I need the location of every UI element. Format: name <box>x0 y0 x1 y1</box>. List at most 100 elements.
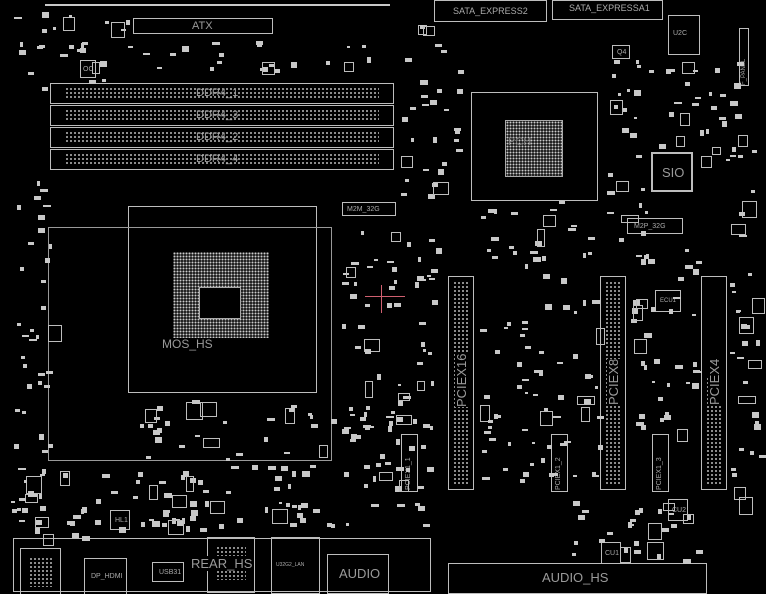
smd-component <box>82 507 88 513</box>
ecu-chip[interactable]: ECU1 <box>655 290 681 312</box>
u-chip-label: U2C <box>673 30 688 37</box>
smd-component <box>27 491 35 498</box>
smd-component <box>632 308 639 314</box>
smd-component <box>621 128 630 133</box>
smd-component <box>656 554 662 560</box>
smd-component <box>19 497 26 502</box>
u-chip[interactable]: U2C <box>668 15 700 55</box>
smd-component <box>311 424 319 428</box>
smd-component <box>341 428 349 435</box>
m2m-connector[interactable]: M2M_32G <box>342 202 396 216</box>
smd-component <box>364 425 370 430</box>
smd-component <box>348 407 353 412</box>
m2p-connector[interactable]: M2P_32G <box>627 218 683 234</box>
cu1-chip[interactable]: CU1 <box>601 542 621 564</box>
f-panel-header[interactable]: F_PANEL <box>739 28 749 86</box>
smd-component <box>273 486 281 492</box>
smd-component <box>487 248 491 252</box>
smd-component <box>673 296 682 299</box>
smd-component <box>748 360 762 370</box>
smd-component <box>666 383 670 387</box>
smd-component <box>379 454 385 459</box>
smd-component <box>385 461 391 465</box>
smd-component <box>202 489 210 493</box>
smd-component <box>550 209 557 212</box>
smd-component <box>525 346 531 349</box>
smd-component <box>17 323 21 326</box>
smd-component <box>111 490 119 495</box>
usb-lan-port[interactable]: U32G2_LAN <box>271 537 320 594</box>
smd-component <box>191 510 199 517</box>
smd-component <box>38 381 43 385</box>
dp-hdmi-port[interactable]: DP_HDMI <box>84 558 127 594</box>
q4-part[interactable]: Q4 <box>612 45 630 59</box>
smd-component <box>615 181 629 193</box>
dimm-slot-2[interactable]: DDR4_2 <box>50 127 394 148</box>
smd-component <box>738 234 747 238</box>
pciex1-1-slot[interactable]: PCIEX1_1 <box>401 434 418 492</box>
sata-express2-connector[interactable]: SATA_EXPRESS2 <box>434 0 547 22</box>
dimm-slot-4[interactable]: DDR4_4 <box>50 149 394 170</box>
smd-component <box>442 161 448 166</box>
audio-jack[interactable]: AUDIO <box>327 554 389 594</box>
smd-component <box>376 374 381 381</box>
smd-component <box>330 523 336 528</box>
smd-component <box>143 53 151 56</box>
smd-component <box>512 251 517 255</box>
smd-component <box>722 121 727 128</box>
oc-part[interactable]: OC <box>80 60 96 78</box>
smd-component <box>219 523 225 530</box>
smd-component <box>278 501 283 505</box>
sio-chip[interactable]: SIO <box>651 152 693 192</box>
smd-component <box>175 518 181 521</box>
cu2-chip[interactable]: CU2 <box>668 499 688 521</box>
smd-component <box>422 349 426 352</box>
smd-component <box>39 434 44 440</box>
smd-component <box>607 191 616 196</box>
smd-component <box>354 434 361 440</box>
pciex1-2-slot[interactable]: PCIEX1_2 <box>551 434 568 492</box>
smd-component <box>428 351 433 356</box>
smd-component <box>326 523 333 528</box>
dimm-slot-3[interactable]: DDR4_3 <box>50 105 394 126</box>
smd-component <box>519 478 525 483</box>
smd-component <box>571 224 577 227</box>
sata-expressa1-connector[interactable]: SATA_EXPRESSA1 <box>552 0 663 20</box>
pciex4-slot[interactable]: PCIEX4 <box>701 276 727 490</box>
smd-component <box>730 351 735 355</box>
smd-component <box>669 308 673 314</box>
smd-component <box>731 290 737 294</box>
usb31-port[interactable]: USB31 <box>152 562 184 582</box>
smd-component <box>17 507 21 511</box>
smd-component <box>491 237 500 242</box>
smd-component <box>558 394 564 400</box>
smd-component <box>695 260 702 265</box>
smd-component <box>543 215 557 227</box>
smd-component <box>683 558 692 565</box>
pch-chip-outline[interactable]: PCH <box>471 92 598 201</box>
atx-connector[interactable]: ATX <box>133 18 273 34</box>
smd-component <box>372 475 376 482</box>
smd-component <box>507 441 511 447</box>
smd-component <box>751 189 756 193</box>
smd-component <box>397 417 403 423</box>
pciex1-3-slot[interactable]: PCIEX1_3 <box>652 434 669 492</box>
smd-component <box>708 91 712 96</box>
cpu-socket[interactable] <box>128 206 317 393</box>
smd-component <box>658 508 662 515</box>
pciex16-slot[interactable]: PCIEX16 <box>448 276 474 490</box>
smd-component <box>252 464 259 470</box>
smd-component <box>663 502 675 512</box>
smd-component <box>756 340 760 346</box>
smd-component <box>14 16 22 20</box>
dimm-slot-1[interactable]: DDR4_1 <box>50 83 394 104</box>
smd-component <box>422 104 429 107</box>
smd-component <box>263 67 269 72</box>
smd-component <box>734 114 742 119</box>
ps2-usb-port[interactable] <box>20 548 61 594</box>
smd-component <box>296 512 303 518</box>
smd-component <box>128 45 133 49</box>
smd-component <box>28 71 35 76</box>
pciex8-slot[interactable]: PCIEX8 <box>600 276 626 490</box>
